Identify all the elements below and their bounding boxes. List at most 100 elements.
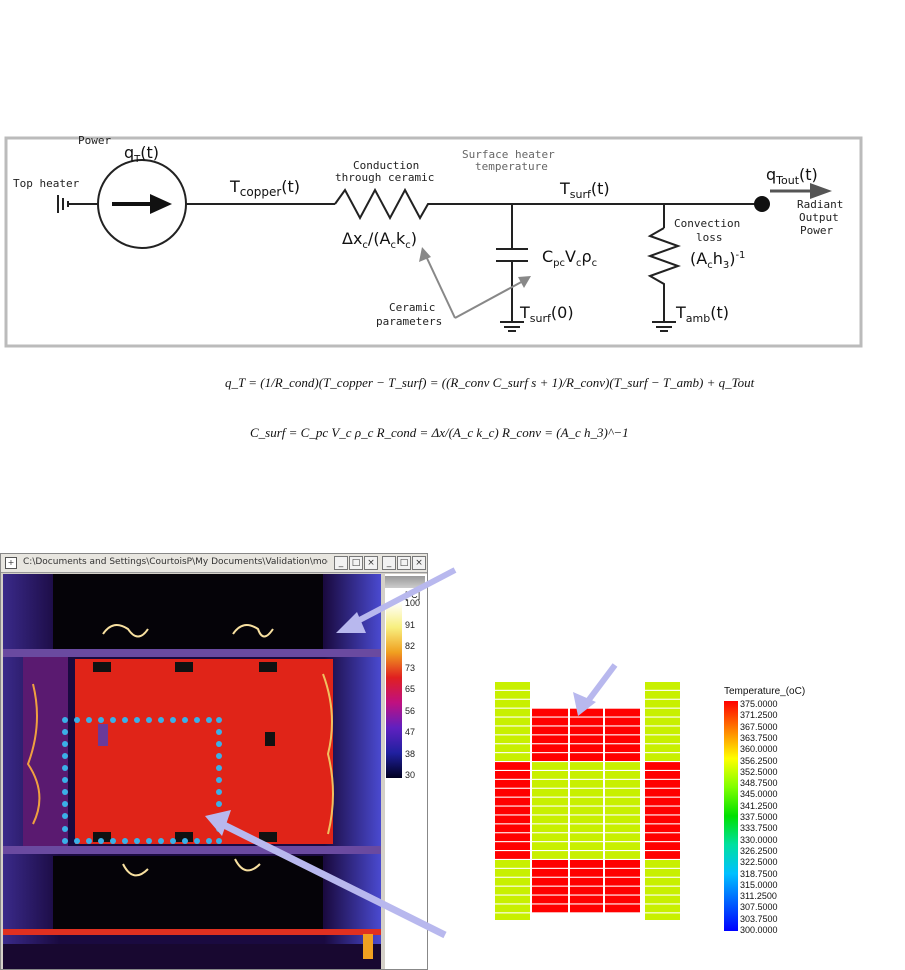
qT-label: qT(t) xyxy=(124,143,159,165)
sim-cell xyxy=(532,824,568,833)
sim-cell xyxy=(645,904,680,913)
sim-cell xyxy=(645,744,680,753)
thermal-tick-label: 56 xyxy=(405,705,416,716)
sim-tick-label: 375.0000 xyxy=(740,699,778,709)
sim-cell xyxy=(645,717,680,726)
sim-cell xyxy=(645,877,680,886)
sim-tick-label: 352.5000 xyxy=(740,766,778,777)
sim-cell xyxy=(570,842,603,850)
sim-cell xyxy=(532,788,568,797)
radiant-label-3: Power xyxy=(800,224,833,237)
arrow-upper xyxy=(348,567,457,628)
equation-2: C_surf = C_pc V_c ρ_c R_cond = Δx/(A_c k… xyxy=(250,425,629,440)
source-arrow-head xyxy=(150,194,172,214)
sim-cell xyxy=(495,762,530,770)
sim-cell xyxy=(495,886,530,895)
maximize-button-2[interactable]: □ xyxy=(397,556,411,570)
sim-cell xyxy=(605,860,640,868)
sim-tick-label: 322.5000 xyxy=(740,857,778,868)
sim-cell xyxy=(605,735,640,744)
t-surf-label: Tsurf(t) xyxy=(559,179,610,201)
sim-cell xyxy=(645,833,680,842)
sim-cell xyxy=(645,842,680,850)
sim-tick-label: 333.7500 xyxy=(740,823,778,834)
sim-cell xyxy=(570,779,603,788)
sim-cell xyxy=(605,806,640,815)
sim-cell xyxy=(645,726,680,735)
sim-cell xyxy=(495,771,530,779)
sim-cell xyxy=(645,815,680,824)
sim-cell xyxy=(532,726,568,735)
sim-cell xyxy=(495,868,530,877)
sim-cell xyxy=(495,726,530,735)
convection-resistor xyxy=(647,227,681,322)
sim-cell xyxy=(645,762,680,770)
maximize-button[interactable]: □ xyxy=(349,556,363,570)
sim-tick-label: 326.2500 xyxy=(740,845,778,856)
sim-cell xyxy=(570,788,603,797)
sim-colorbar xyxy=(724,701,738,931)
close-button-2[interactable]: × xyxy=(412,556,426,570)
window-icon[interactable]: + xyxy=(5,557,17,569)
sim-cell xyxy=(605,895,640,904)
sim-cell xyxy=(645,886,680,895)
ground-symbol-cap xyxy=(500,321,524,332)
sim-cell xyxy=(570,895,603,904)
sim-cell xyxy=(605,868,640,877)
sim-cell xyxy=(532,762,568,770)
sim-tick-label: 315.0000 xyxy=(740,879,778,890)
sim-cell xyxy=(645,682,680,690)
sim-cell xyxy=(532,833,568,842)
thermal-image-window: + C:\Documents and Settings\CourtoisP\My… xyxy=(0,553,428,970)
sim-cell xyxy=(495,788,530,797)
sim-cell xyxy=(495,913,530,920)
sim-tick-label: 367.5000 xyxy=(740,721,778,732)
sim-cell xyxy=(532,860,568,868)
sim-cell xyxy=(532,904,568,913)
sim-cell xyxy=(495,717,530,726)
ceramic-label-1: Ceramic xyxy=(389,301,435,314)
sim-cell xyxy=(645,868,680,877)
sim-cell xyxy=(495,753,530,761)
sim-cell xyxy=(645,708,680,717)
sim-cell xyxy=(532,877,568,886)
close-button[interactable]: × xyxy=(364,556,378,570)
diagram-frame xyxy=(4,136,863,348)
t-copper-label: Tcopper(t) xyxy=(229,177,300,199)
conduction-label-2: through ceramic xyxy=(335,171,434,184)
thermal-colorbar xyxy=(386,602,402,778)
sim-cell xyxy=(495,690,530,699)
sim-cell xyxy=(495,779,530,788)
sim-cell xyxy=(645,690,680,699)
simulation-contour xyxy=(495,682,680,920)
thermal-tick-label: 47 xyxy=(405,727,416,737)
sim-cell xyxy=(495,815,530,824)
sim-cell xyxy=(495,842,530,850)
sim-cell xyxy=(495,904,530,913)
sim-cell xyxy=(495,806,530,815)
surface-label-2: temperature xyxy=(475,160,548,173)
sim-cell xyxy=(645,788,680,797)
sim-cell xyxy=(605,708,640,717)
resistor-label: Δxc/(Ackc) xyxy=(342,229,417,251)
sim-cell xyxy=(495,699,530,708)
sim-cell xyxy=(605,877,640,886)
sim-cell xyxy=(570,860,603,868)
top-heater-label: Top heater xyxy=(13,177,80,190)
sim-tick-label: 345.0000 xyxy=(740,789,778,800)
sim-cell xyxy=(570,806,603,815)
sim-cell xyxy=(605,904,640,913)
t-amb-label: Tamb(t) xyxy=(675,303,729,325)
thermal-tick-label: 38 xyxy=(405,748,416,759)
sim-cell xyxy=(495,833,530,842)
minimize-button[interactable]: _ xyxy=(334,556,348,570)
conduction-resistor xyxy=(334,187,445,221)
sim-cell xyxy=(605,753,640,761)
sim-cell xyxy=(605,779,640,788)
q-out-label: qTout(t) xyxy=(766,165,818,187)
radiant-label-2: Output xyxy=(799,211,839,224)
sim-tick-label: 303.7500 xyxy=(740,913,778,924)
sim-cell xyxy=(605,842,640,850)
output-arrow-head xyxy=(810,183,832,199)
minimize-button-2[interactable]: _ xyxy=(382,556,396,570)
